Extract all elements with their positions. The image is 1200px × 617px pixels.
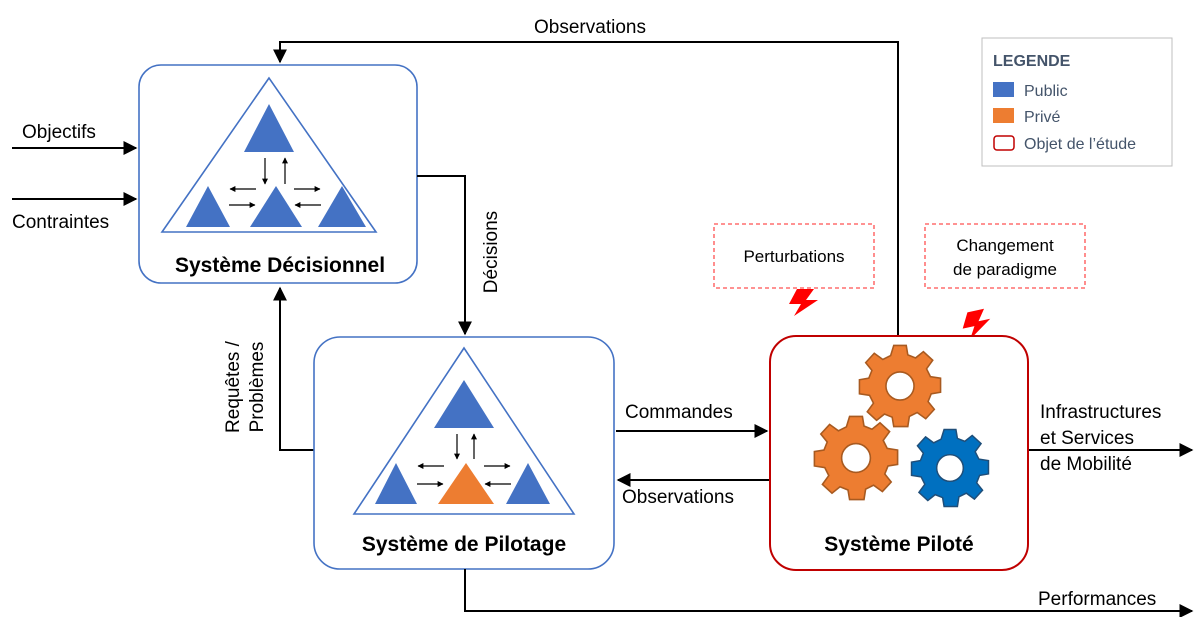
perturbations-lightning-icon [789,289,818,316]
decisional-system: Système Décisionnel [138,64,418,284]
decisional-left-triangle [186,186,230,227]
perturbations-box: Perturbations [713,223,875,289]
legend: LEGENDE Public Privé Objet de l’étude [981,37,1173,167]
decisional-center-triangle [250,186,302,227]
observations-top-label: Observations [534,17,646,38]
top-orange-gear-icon [858,344,942,428]
legend-title: LEGENDE [993,53,1071,70]
contraintes-label: Contraintes [12,212,109,233]
piloting-center-triangle-private [438,463,494,504]
blue-gear-icon [910,428,990,508]
piloting-outer-triangle [352,346,576,515]
infra-label-line1: Infrastructures [1040,402,1161,423]
decisional-title: Système Décisionnel [175,254,385,277]
objectifs-label: Objectifs [22,122,96,143]
paradigm-label-line2: de paradigme [953,260,1057,279]
decisional-outer-triangle [160,76,378,233]
piloted-system: Système Piloté [769,335,1029,571]
piloting-title: Système de Pilotage [362,533,566,556]
infra-label-line3: de Mobilité [1040,454,1132,475]
paradigm-label-line1: Changement [956,236,1054,255]
piloting-top-triangle [434,380,494,428]
decisional-right-triangle [318,186,366,227]
legend-public-swatch [993,82,1014,97]
paradigm-box: Changement de paradigme [924,223,1086,289]
piloting-right-triangle [506,463,550,504]
perturbations-label: Perturbations [743,247,844,266]
piloted-box [769,335,1029,571]
legend-study-label: Objet de l’étude [1024,136,1136,153]
left-orange-gear-icon [813,415,899,501]
legend-private-swatch [993,108,1014,123]
decisional-top-triangle [244,104,294,152]
commandes-label: Commandes [625,402,733,423]
paradigm-lightning-icon [962,308,991,340]
paradigm-dashed-box [924,223,1086,289]
perturbations-dashed-box [713,223,875,289]
infra-label-line2: et Services [1040,428,1134,449]
decisions-arrow [417,175,472,336]
observations-mid-label: Observations [622,487,734,508]
piloting-system: Système de Pilotage [313,336,615,570]
legend-private-label: Privé [1024,109,1061,126]
legend-study-swatch [993,135,1015,151]
requests-label-line1: Requêtes / [223,340,244,433]
observations-feedback-arrow [273,41,899,340]
piloting-left-triangle [375,463,417,504]
decisions-label: Décisions [481,211,502,293]
requests-label-line2: Problèmes [247,342,268,433]
piloted-title: Système Piloté [824,533,973,556]
legend-public-label: Public [1024,83,1068,100]
requests-arrow [273,286,314,451]
performances-label: Performances [1038,589,1156,610]
performances-arrow [464,569,1194,617]
